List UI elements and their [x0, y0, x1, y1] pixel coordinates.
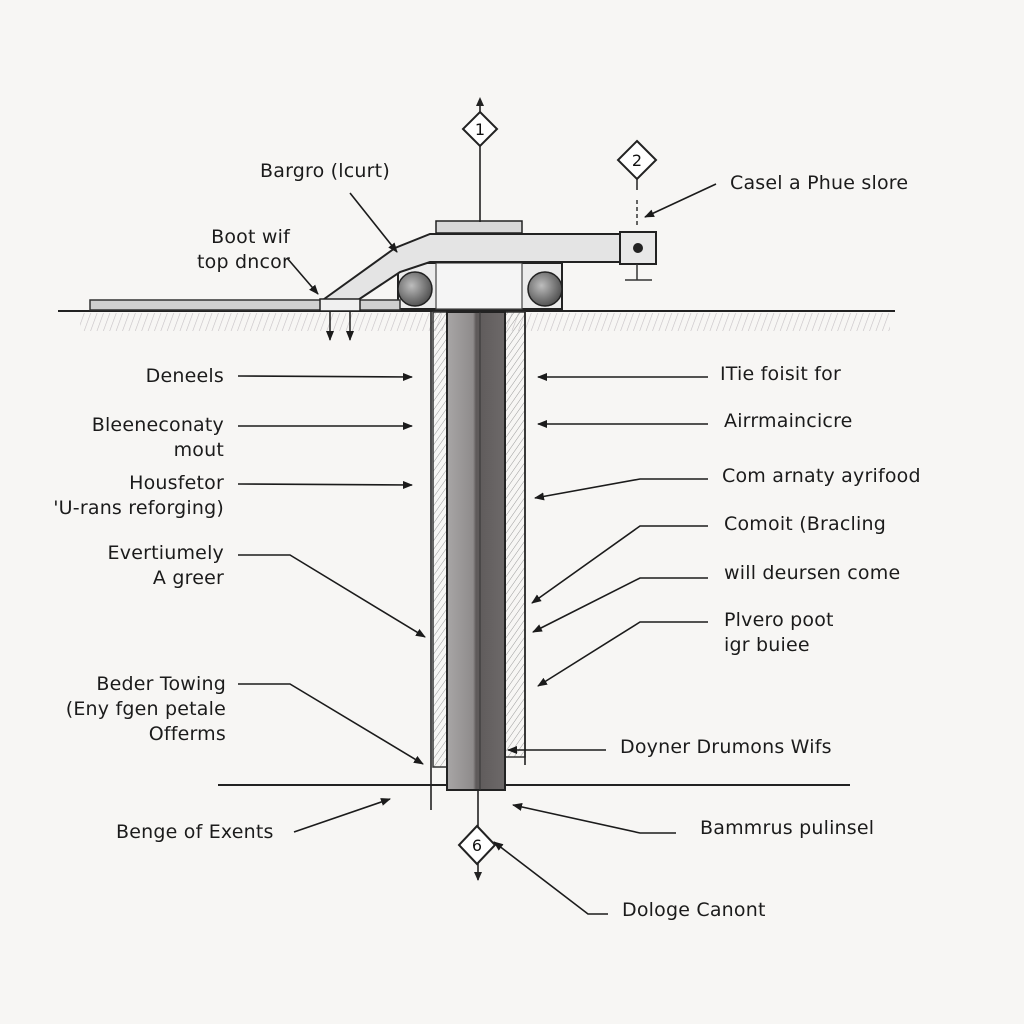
label-left-5-line3: Offerms	[148, 723, 226, 745]
label-left-5: Beder Towing (Eny fgen petale Offerms	[20, 672, 226, 747]
label-left-1: Deneels	[30, 364, 224, 389]
label-left-5-line2: (Eny fgen petale	[65, 698, 226, 720]
label-bottom: Dologe Canont	[622, 899, 766, 921]
bracing-arm	[89, 200, 657, 312]
label-right-2-line1: Airrmaincicre	[724, 410, 853, 432]
marker-1: 1	[461, 97, 499, 222]
label-right-3: Com arnaty ayrifood	[722, 464, 921, 489]
label-top-left-line2: top dncor	[197, 251, 290, 273]
label-left-2-line2: mout	[173, 439, 224, 461]
label-right-2: Airrmaincicre	[724, 409, 853, 434]
marker-1-label: 1	[475, 120, 485, 139]
label-left-3: Housfetor 'U-rans reforging)	[20, 471, 224, 521]
pile-column	[446, 311, 506, 791]
label-right-6-line2: igr buiee	[724, 634, 810, 656]
marker-2: 2	[616, 139, 658, 190]
label-left-2: Bleeneconaty mout	[30, 413, 224, 463]
label-left-4: Evertiumely A greer	[30, 541, 224, 591]
label-right-4: Comoit (Bracling	[724, 512, 886, 537]
label-left-3-line2: 'U-rans reforging)	[53, 497, 224, 519]
label-top-left-line1: Boot wif	[211, 226, 290, 248]
label-left-1-line1: Deneels	[145, 365, 224, 387]
label-lower-right-1: Doyner Drumons Wifs	[620, 736, 832, 758]
drip-arrows	[326, 312, 354, 341]
label-right-4-line1: Comoit (Bracling	[724, 513, 887, 535]
label-right-5: will deursen come	[724, 561, 900, 586]
label-right-5-line1: will deursen come	[724, 562, 901, 584]
label-top-center: Bargro (lcurt)	[260, 160, 390, 182]
marker-6-label: 6	[472, 836, 482, 855]
label-left-2-line1: Bleeneconaty	[91, 414, 224, 436]
label-right-6: Plvero poot igr buiee	[724, 608, 834, 658]
pile-cap	[397, 220, 563, 310]
marker-2-label: 2	[632, 151, 642, 170]
label-right-3-line1: Com arnaty ayrifood	[722, 465, 921, 487]
label-top-right: Casel a Phue slore	[730, 172, 909, 194]
label-lower-right-2: Bammrus pulinsel	[700, 817, 875, 839]
label-left-3-line1: Housfetor	[129, 472, 224, 494]
label-lower-left: Benge of Exents	[116, 821, 274, 843]
label-top-left: Boot wif top dncor	[190, 225, 290, 275]
label-left-4-line2: A greer	[152, 567, 224, 589]
label-right-1: ITie foisit for	[720, 362, 841, 387]
marker-6: 6	[457, 790, 497, 881]
label-left-5-line1: Beder Towing	[96, 673, 226, 695]
label-right-6-line1: Plvero poot	[724, 609, 834, 631]
label-right-1-line1: ITie foisit for	[720, 363, 842, 385]
leader-lines	[237, 183, 717, 915]
label-left-4-line1: Evertiumely	[107, 542, 224, 564]
